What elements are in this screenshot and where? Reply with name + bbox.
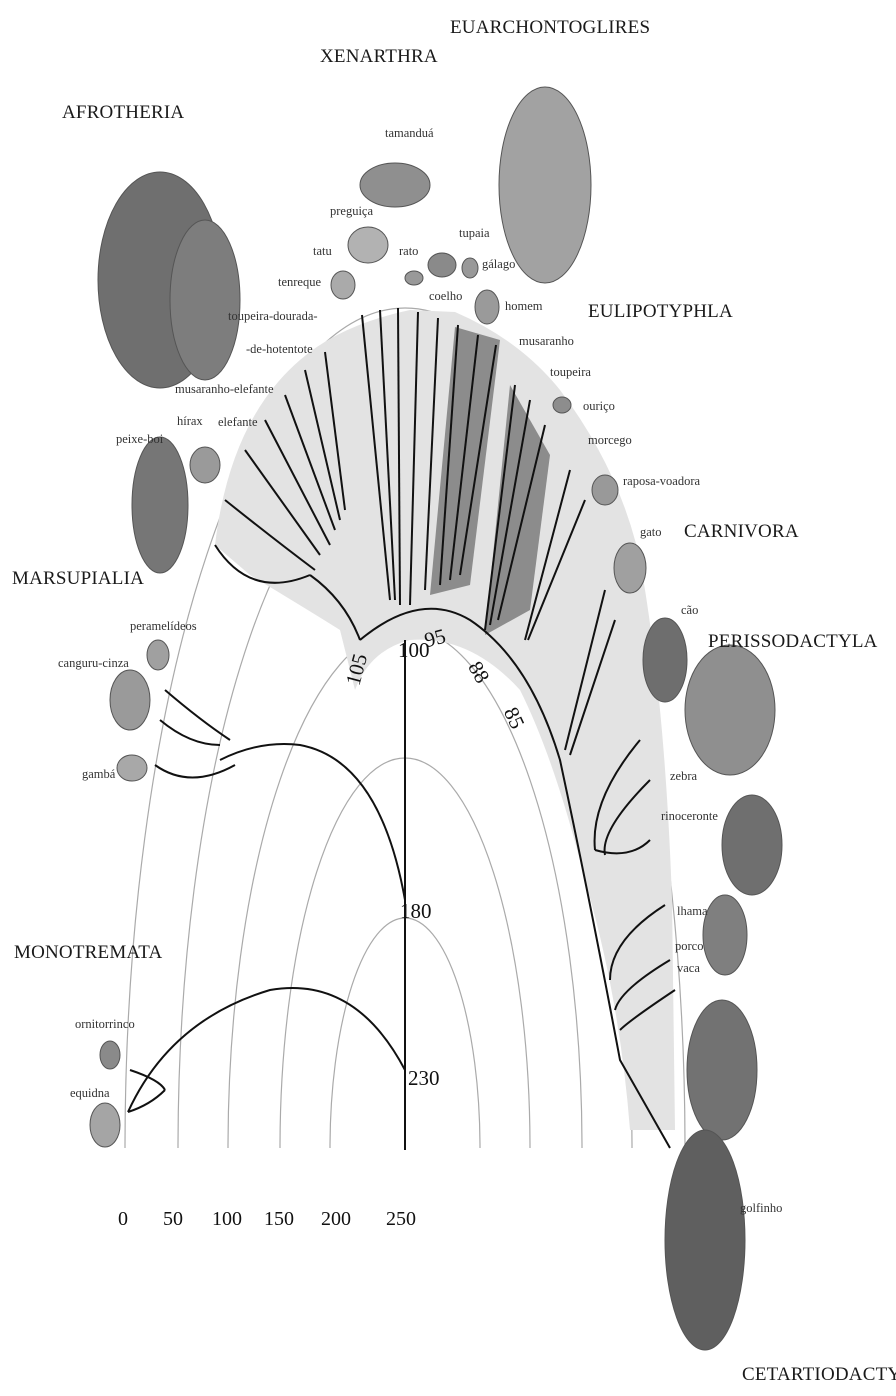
species-ornitorrinco: ornitorrinco <box>75 1017 135 1031</box>
brain-perissodactyla-image <box>685 645 775 775</box>
species-rato: rato <box>399 244 418 258</box>
branch-mammalia <box>128 988 405 1112</box>
species-rinoceronte: rinoceronte <box>661 809 718 823</box>
brain-golfinho-image <box>665 1130 745 1350</box>
group-euarchontoglires: EUARCHONTOGLIRES <box>450 17 650 38</box>
species-tenreque: tenreque <box>278 275 321 289</box>
species-zebra: zebra <box>670 769 698 783</box>
axis-tick-150: 150 <box>264 1208 294 1230</box>
group-marsupialia: MARSUPIALIA <box>12 568 144 589</box>
species-tatu: tatu <box>313 244 332 258</box>
species-vaca: vaca <box>677 961 700 975</box>
brain-images <box>90 87 782 1350</box>
brain-vaca-image <box>687 1000 757 1140</box>
species-musaranho: musaranho <box>519 334 574 348</box>
species-tamandua: tamanduá <box>385 126 434 140</box>
branch-mars-1 <box>165 690 230 740</box>
species-canguru-cinza: canguru-cinza <box>58 656 129 670</box>
brain-lhama-image <box>703 895 747 975</box>
brain-raposa-image <box>592 475 618 505</box>
species-peramelideos: peramelídeos <box>130 619 197 633</box>
brain-rato-image <box>405 271 423 285</box>
brain-ornitorrinco-image <box>100 1041 120 1069</box>
axis-tick-250: 250 <box>386 1208 416 1230</box>
group-xenarthra: XENARTHRA <box>320 46 438 67</box>
brain-peixe-boi-image <box>132 437 188 573</box>
brain-peramelideos-image <box>147 640 169 670</box>
brain-tupaia-image <box>428 253 456 277</box>
species-morcego: morcego <box>588 433 632 447</box>
species-musaranho-elefante: musaranho-elefante <box>175 382 274 396</box>
group-monotremata: MONOTREMATA <box>14 942 163 963</box>
node-age-105: 105 <box>341 651 372 688</box>
axis-tick-200: 200 <box>321 1208 351 1230</box>
brain-hirax-image <box>190 447 220 483</box>
branch-mars-3 <box>155 765 235 778</box>
species-galago: gálago <box>482 257 515 271</box>
species-toupeira-dourada-2: -de-hotentote <box>246 342 313 356</box>
brain-cao-image <box>643 618 687 702</box>
brain-gamba-image <box>117 755 147 781</box>
group-carnivora: CARNIVORA <box>684 521 799 542</box>
group-eulipotyphla: EULIPOTYPHLA <box>588 301 733 322</box>
species-tupaia: tupaia <box>459 226 490 240</box>
brain-galago-image <box>462 258 478 278</box>
brain-equidna-image <box>90 1103 120 1147</box>
brain-canguru-image <box>110 670 150 730</box>
species-gato: gato <box>640 525 662 539</box>
brain-tamandua-image <box>360 163 430 207</box>
species-toupeira: toupeira <box>550 365 591 379</box>
species-toupeira-dourada-1: toupeira-dourada- <box>228 309 318 323</box>
species-cao: cão <box>681 603 698 617</box>
group-afrotheria: AFROTHERIA <box>62 102 184 123</box>
species-porco: porco <box>675 939 703 953</box>
axis-tick-100: 100 <box>212 1208 242 1230</box>
brain-gato-image <box>614 543 646 593</box>
axis-tick-0: 0 <box>118 1208 128 1230</box>
species-homem: homem <box>505 299 543 313</box>
brain-ourico-image <box>553 397 571 413</box>
node-age-230: 230 <box>408 1066 440 1090</box>
brain-homem-small-image <box>475 290 499 324</box>
species-lhama: lhama <box>677 904 708 918</box>
species-elefante: elefante <box>218 415 258 429</box>
species-peixe-boi: peixe-boi <box>116 432 164 446</box>
brain-euarchontoglires-image <box>499 87 591 283</box>
time-axis: 0 50 100 150 200 250 <box>118 1208 416 1230</box>
species-ourico: ouriço <box>583 399 615 413</box>
group-perissodactyla: PERISSODACTYLA <box>708 631 878 652</box>
brain-afrotheria-image-2 <box>170 220 240 380</box>
species-preguica: preguiça <box>330 204 373 218</box>
species-hirax: hírax <box>177 414 203 428</box>
brain-tatu-image <box>331 271 355 299</box>
branch-mars-2 <box>160 720 220 745</box>
species-raposa-voadora: raposa-voadora <box>623 474 700 488</box>
axis-tick-50: 50 <box>163 1208 183 1230</box>
species-coelho: coelho <box>429 289 462 303</box>
branch-mono-1 <box>130 1070 165 1090</box>
brain-preguica-image <box>348 227 388 263</box>
species-golfinho: golfinho <box>740 1201 782 1215</box>
node-age-85: 85 <box>499 703 530 732</box>
species-gamba: gambá <box>82 767 116 781</box>
brain-rinoceronte-image <box>722 795 782 895</box>
node-age-180: 180 <box>400 899 432 923</box>
group-cetartiodactyla: CETARTIODACTYLA <box>742 1364 896 1385</box>
species-equidna: equidna <box>70 1086 110 1100</box>
